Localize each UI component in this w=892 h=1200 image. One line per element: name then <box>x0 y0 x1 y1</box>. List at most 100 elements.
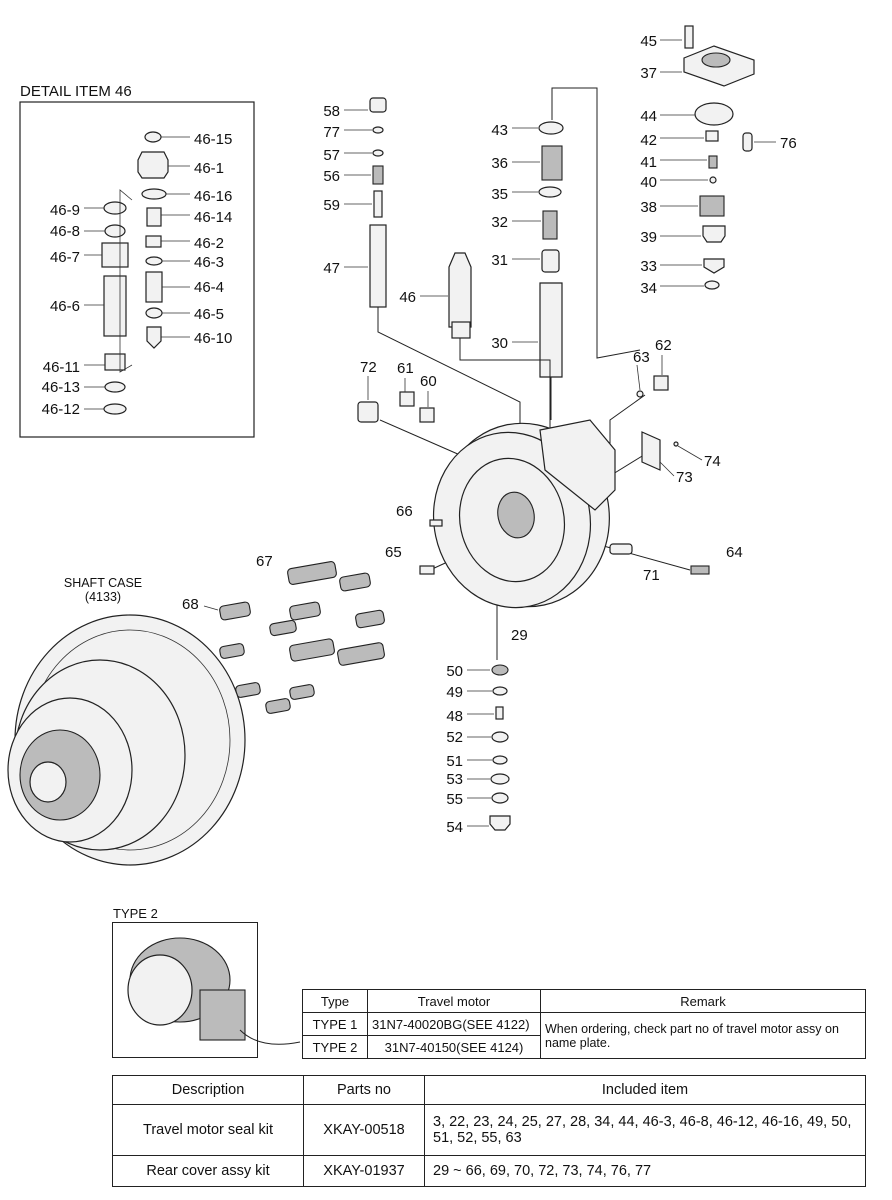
type-cell: TYPE 1 <box>302 1012 368 1036</box>
part-label: 76 <box>780 135 797 152</box>
part-label: 36 <box>491 155 508 172</box>
leader-line <box>636 364 641 391</box>
travel-motor-type-table: Type Travel motor Remark TYPE 1 31N7-400… <box>302 989 866 1059</box>
part-label: 61 <box>397 360 414 377</box>
part-label: 56 <box>323 168 340 185</box>
table-row: Travel motor seal kit XKAY-00518 3, 22, … <box>112 1104 866 1156</box>
description-cell: Rear cover assy kit <box>112 1155 304 1187</box>
part-label: 34 <box>640 280 657 297</box>
remark-cell: When ordering, check part no of travel m… <box>540 1012 866 1059</box>
header-included: Included item <box>424 1075 866 1105</box>
part-label: 46-6 <box>50 298 80 315</box>
type2-box <box>112 922 258 1058</box>
assembly-lines <box>377 87 691 660</box>
part-label: 46-8 <box>50 223 80 240</box>
part-label: 57 <box>323 147 340 164</box>
upper-parts <box>369 25 755 378</box>
table-row: TYPE 2 31N7-40150(SEE 4124) <box>302 1035 866 1059</box>
part-label: 65 <box>385 544 402 561</box>
detail-parts <box>101 131 169 415</box>
part-label: 33 <box>640 258 657 275</box>
part-label: 68 <box>182 596 199 613</box>
motor-cell: 31N7-40020BG(SEE 4122) <box>367 1012 541 1036</box>
part-label: 55 <box>446 791 463 808</box>
description-cell: Travel motor seal kit <box>112 1104 304 1156</box>
part-label: 46-10 <box>194 330 232 347</box>
parts-no-cell: XKAY-00518 <box>303 1104 425 1156</box>
included-cell: 3, 22, 23, 24, 25, 27, 28, 34, 44, 46-3,… <box>424 1104 866 1156</box>
part-label: 35 <box>491 186 508 203</box>
part-label: 46-3 <box>194 254 224 271</box>
part-label: 50 <box>446 663 463 680</box>
part-label: 60 <box>420 373 437 390</box>
motor-cell: 31N7-40150(SEE 4124) <box>367 1035 541 1059</box>
part-label: 42 <box>640 132 657 149</box>
part-label: 72 <box>360 359 377 376</box>
part-label: 41 <box>640 154 657 171</box>
table-header-row: Type Travel motor Remark <box>302 989 866 1013</box>
part-label: 46-11 <box>43 359 80 376</box>
type2-motor-image <box>127 937 301 1045</box>
part-label: 45 <box>640 33 657 50</box>
part-label: 46-7 <box>50 249 80 266</box>
type2-label: TYPE 2 <box>113 906 158 921</box>
table-row: Rear cover assy kit XKAY-01937 29 ~ 66, … <box>112 1155 866 1187</box>
part-label: 73 <box>676 469 693 486</box>
part-label: 59 <box>323 197 340 214</box>
leader-line <box>677 445 703 461</box>
leader-line <box>203 605 219 611</box>
part-label: 46 <box>399 289 416 306</box>
part-label: 63 <box>633 349 650 366</box>
part-label: 48 <box>446 708 463 725</box>
part-label: 64 <box>726 544 743 561</box>
part-label: 29 <box>511 627 528 644</box>
shaft-case-title: SHAFT CASE <box>63 576 143 590</box>
table-row: TYPE 1 31N7-40020BG(SEE 4122) When order… <box>302 1012 866 1059</box>
part-label: 46-9 <box>50 202 80 219</box>
part-label: 40 <box>640 174 657 191</box>
header-motor: Travel motor <box>367 989 541 1013</box>
part-label: 30 <box>491 335 508 352</box>
kit-table: Description Parts no Included item Trave… <box>112 1075 866 1187</box>
part-label: 38 <box>640 199 657 216</box>
lower-parts <box>489 664 511 831</box>
header-parts-no: Parts no <box>303 1075 425 1105</box>
part-label: 67 <box>256 553 273 570</box>
shaft-case <box>7 614 246 866</box>
part-label: 46-5 <box>194 306 224 323</box>
part-label: 46-13 <box>42 379 80 396</box>
detail-title: DETAIL ITEM 46 <box>20 83 132 100</box>
part-label: 53 <box>446 771 463 788</box>
part-label: 32 <box>491 214 508 231</box>
shaft-case-ref: (4133) <box>84 590 122 604</box>
part-label: 71 <box>643 567 660 584</box>
detail-box <box>19 101 255 438</box>
part-label: 44 <box>640 108 657 125</box>
part-label: 46-14 <box>194 209 232 226</box>
part-label: 46-12 <box>42 401 80 418</box>
part-label: 39 <box>640 229 657 246</box>
part-label: 58 <box>323 103 340 120</box>
part-label: 31 <box>491 252 508 269</box>
part-label: 46-15 <box>194 131 232 148</box>
leader-line <box>659 461 675 477</box>
part-label: 46-16 <box>194 188 232 205</box>
part-label: 43 <box>491 122 508 139</box>
part-label: 46-4 <box>194 279 224 296</box>
header-type: Type <box>302 989 368 1013</box>
header-remark: Remark <box>540 989 866 1013</box>
part-label: 51 <box>446 753 463 770</box>
included-cell: 29 ~ 66, 69, 70, 72, 73, 74, 76, 77 <box>424 1155 866 1187</box>
parts-no-cell: XKAY-01937 <box>303 1155 425 1187</box>
part-label: 46-1 <box>194 160 224 177</box>
shaft-case-label: SHAFT CASE (4133) <box>48 576 158 604</box>
rear-cover-body <box>357 375 710 609</box>
part-label: 52 <box>446 729 463 746</box>
part-label: 62 <box>655 337 672 354</box>
part-label: 49 <box>446 684 463 701</box>
part-label: 47 <box>323 260 340 277</box>
header-description: Description <box>112 1075 304 1105</box>
part-label: 46-2 <box>194 235 224 252</box>
